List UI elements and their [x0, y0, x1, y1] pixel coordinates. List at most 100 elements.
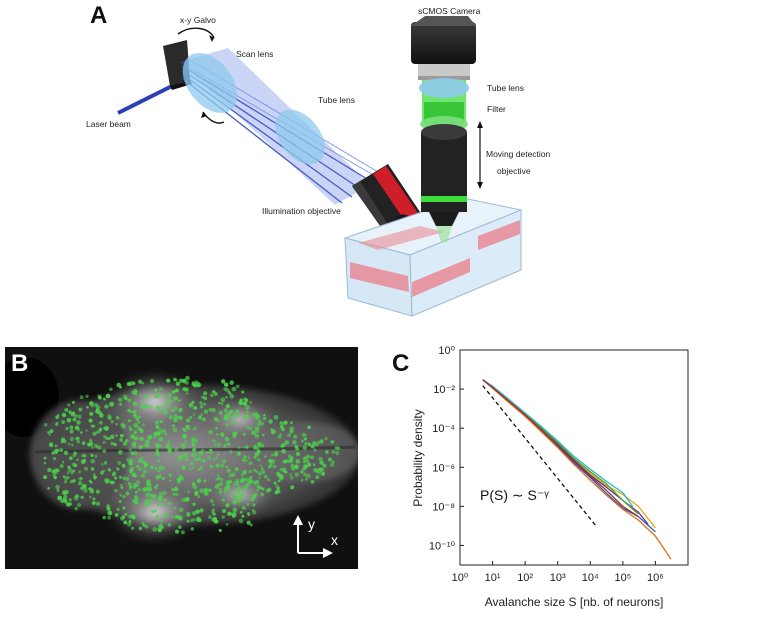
neuron-dot	[213, 458, 216, 461]
neuron-dot	[120, 484, 123, 487]
neuron-dot	[216, 464, 220, 468]
neuron-dot	[76, 420, 80, 424]
neuron-dot	[68, 411, 71, 414]
neuron-dot	[74, 496, 79, 501]
neuron-dot	[186, 392, 189, 395]
neuron-dot	[89, 419, 93, 423]
tube-lens-label-right: Tube lens	[487, 83, 524, 93]
neuron-dot	[263, 414, 265, 416]
neuron-dot	[55, 423, 58, 426]
neuron-dot	[187, 426, 191, 430]
neuron-dot	[109, 402, 114, 407]
camera	[411, 16, 476, 80]
scan-lens-label: Scan lens	[236, 49, 273, 59]
neuron-dot	[222, 459, 226, 463]
neuron-dot	[226, 503, 229, 506]
neuron-dot	[90, 459, 95, 464]
neuron-dot	[77, 437, 80, 440]
neuron-dot	[144, 502, 149, 507]
neuron-dot	[258, 420, 261, 423]
neuron-dot	[233, 501, 237, 505]
neuron-dot	[157, 528, 162, 533]
y-tick-label: 10⁰	[438, 345, 455, 357]
neuron-dot	[125, 477, 129, 481]
neuron-dot	[107, 516, 111, 520]
neuron-dot	[122, 507, 125, 510]
neuron-dot	[142, 382, 145, 385]
neuron-dot	[174, 507, 177, 510]
neuron-dot	[106, 394, 111, 399]
neuron-dot	[82, 459, 86, 463]
neuron-dot	[80, 431, 83, 434]
neuron-dot	[181, 530, 185, 534]
neuron-dot	[171, 488, 174, 491]
tube-lens-label-left: Tube lens	[318, 95, 355, 105]
neuron-dot	[261, 493, 264, 496]
neuron-dot	[129, 448, 132, 451]
neuron-dot	[201, 413, 203, 415]
neuron-dot	[257, 450, 260, 453]
neuron-dot	[129, 485, 132, 488]
neuron-dot	[61, 420, 65, 424]
axis-y-label: y	[308, 516, 315, 532]
neuron-dot	[220, 432, 224, 436]
neuron-dot	[224, 408, 228, 412]
x-tick-label: 10⁴	[582, 572, 599, 584]
neuron-dot	[85, 429, 87, 431]
neuron-dot	[94, 455, 97, 458]
neuron-dot	[129, 428, 133, 432]
neuron-dot	[162, 429, 166, 433]
neuron-dot	[245, 459, 247, 461]
neuron-dot	[213, 513, 216, 516]
neuron-dot	[133, 451, 137, 455]
neuron-dot	[166, 379, 170, 383]
neuron-dot	[330, 462, 334, 466]
neuron-dot	[168, 406, 170, 408]
neuron-dot	[167, 393, 171, 397]
neuron-dot	[62, 413, 66, 417]
neuron-dot	[240, 511, 243, 514]
neuron-dot	[80, 477, 83, 480]
neuron-dot	[242, 458, 246, 462]
neuron-dot	[162, 491, 167, 496]
neuron-dot	[84, 467, 88, 471]
neuron-dot	[247, 512, 250, 515]
neuron-dot	[147, 435, 152, 440]
neuron-dot	[324, 437, 327, 440]
neuron-dot	[237, 500, 239, 502]
neuron-dot	[288, 458, 293, 463]
neuron-dot	[239, 519, 244, 524]
objective-label: objective	[497, 166, 531, 176]
neuron-dot	[164, 514, 168, 518]
avalanche-size-chart: 10⁰10¹10²10³10⁴10⁵10⁶10⁰10⁻²10⁻⁴10⁻⁶10⁻⁸…	[380, 340, 700, 620]
neuron-dot	[78, 481, 82, 485]
neuron-dot	[312, 441, 316, 445]
neuron-dot	[171, 516, 173, 518]
neuron-dot	[114, 477, 117, 480]
neuron-dot	[107, 507, 110, 510]
neuron-dot	[250, 497, 254, 501]
neuron-dot	[184, 388, 188, 392]
neuron-dot	[78, 415, 82, 419]
neuron-dot	[95, 410, 98, 413]
neuron-dot	[306, 455, 310, 459]
neuron-dot	[247, 478, 251, 482]
neuron-dot	[44, 462, 47, 465]
neuron-dot	[133, 401, 138, 406]
neuron-dot	[255, 470, 257, 472]
neuron-dot	[128, 482, 132, 486]
neuron-dot	[311, 480, 315, 484]
neuron-dot	[139, 394, 142, 397]
neuron-dot	[227, 469, 231, 473]
neuron-dot	[81, 496, 84, 499]
neuron-dot	[279, 468, 281, 470]
neuron-dot	[165, 408, 167, 410]
neuron-dot	[49, 442, 53, 446]
neuron-dot	[92, 502, 95, 505]
neuron-dot	[109, 388, 113, 392]
neuron-dot	[173, 396, 177, 400]
neuron-dot	[172, 493, 175, 496]
neuron-dot	[215, 456, 217, 458]
neuron-dot	[98, 396, 102, 400]
neuron-dot	[191, 527, 195, 531]
